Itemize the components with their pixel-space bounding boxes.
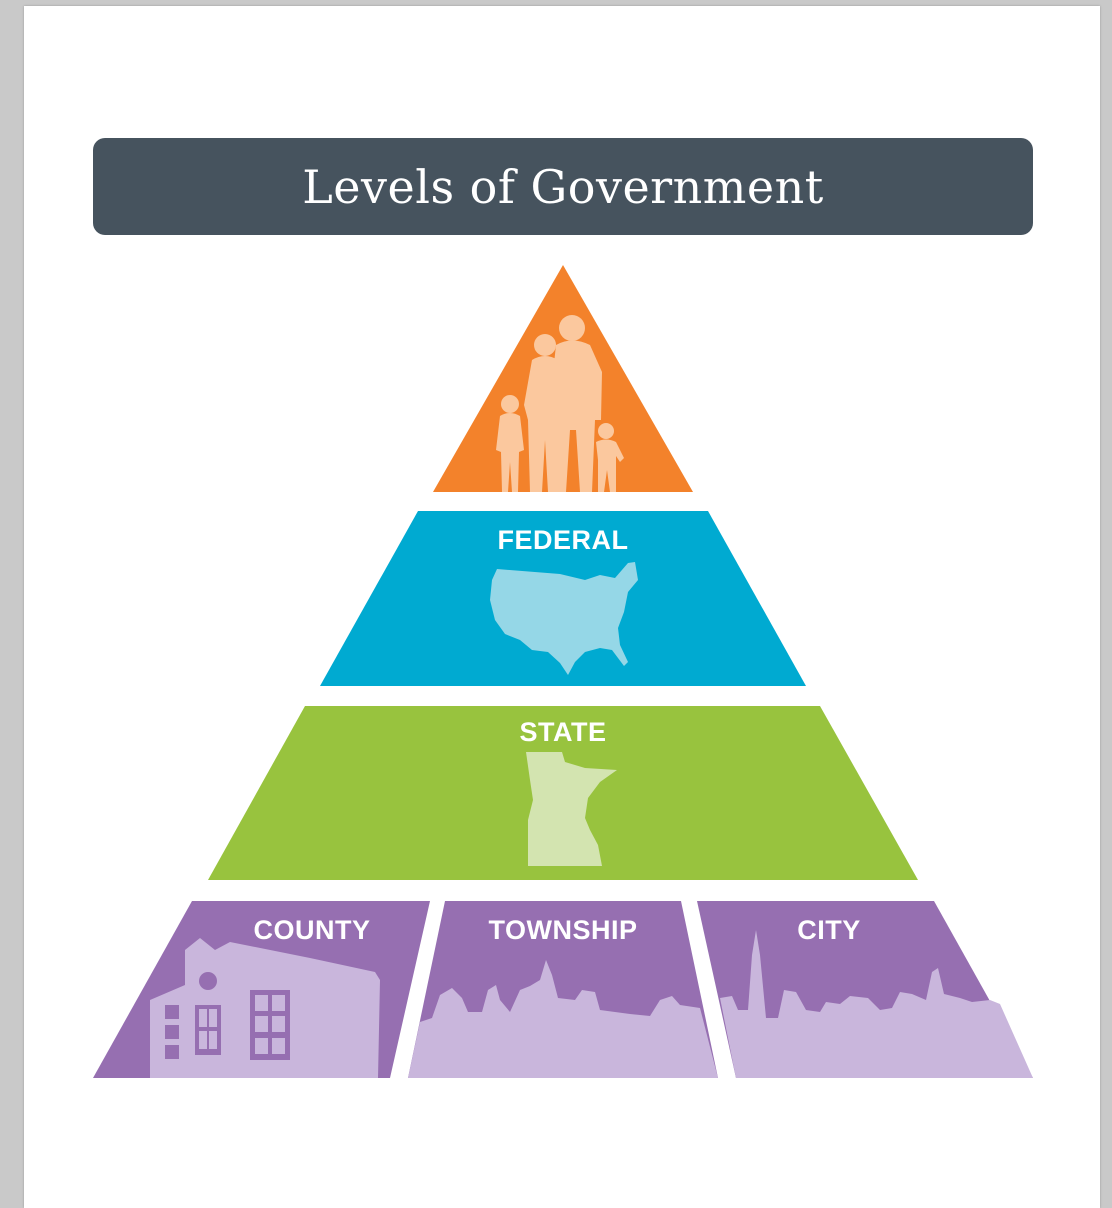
tier-federal: FEDERAL bbox=[320, 511, 806, 686]
township-section: TOWNSHIP bbox=[408, 901, 718, 1078]
minnesota-map-icon bbox=[526, 752, 617, 866]
building-window-panes bbox=[199, 995, 285, 1054]
usa-map-icon bbox=[490, 562, 638, 675]
title-banner: Levels of Government bbox=[93, 138, 1033, 235]
township-label: TOWNSHIP bbox=[488, 915, 637, 945]
family-silhouette-icon bbox=[496, 315, 624, 492]
diagram-title: Levels of Government bbox=[302, 159, 824, 214]
tier-state: STATE bbox=[208, 706, 918, 880]
city-section: CITY bbox=[697, 901, 1033, 1078]
federal-label: FEDERAL bbox=[498, 525, 629, 555]
tier-people bbox=[433, 265, 693, 492]
township-skyline-icon bbox=[408, 960, 718, 1078]
city-label: CITY bbox=[797, 915, 861, 945]
county-section: COUNTY bbox=[93, 901, 430, 1078]
county-label: COUNTY bbox=[254, 915, 371, 945]
tier-local: COUNTY bbox=[93, 901, 1033, 1078]
city-skyline-icon bbox=[720, 930, 1033, 1078]
state-label: STATE bbox=[520, 717, 607, 747]
